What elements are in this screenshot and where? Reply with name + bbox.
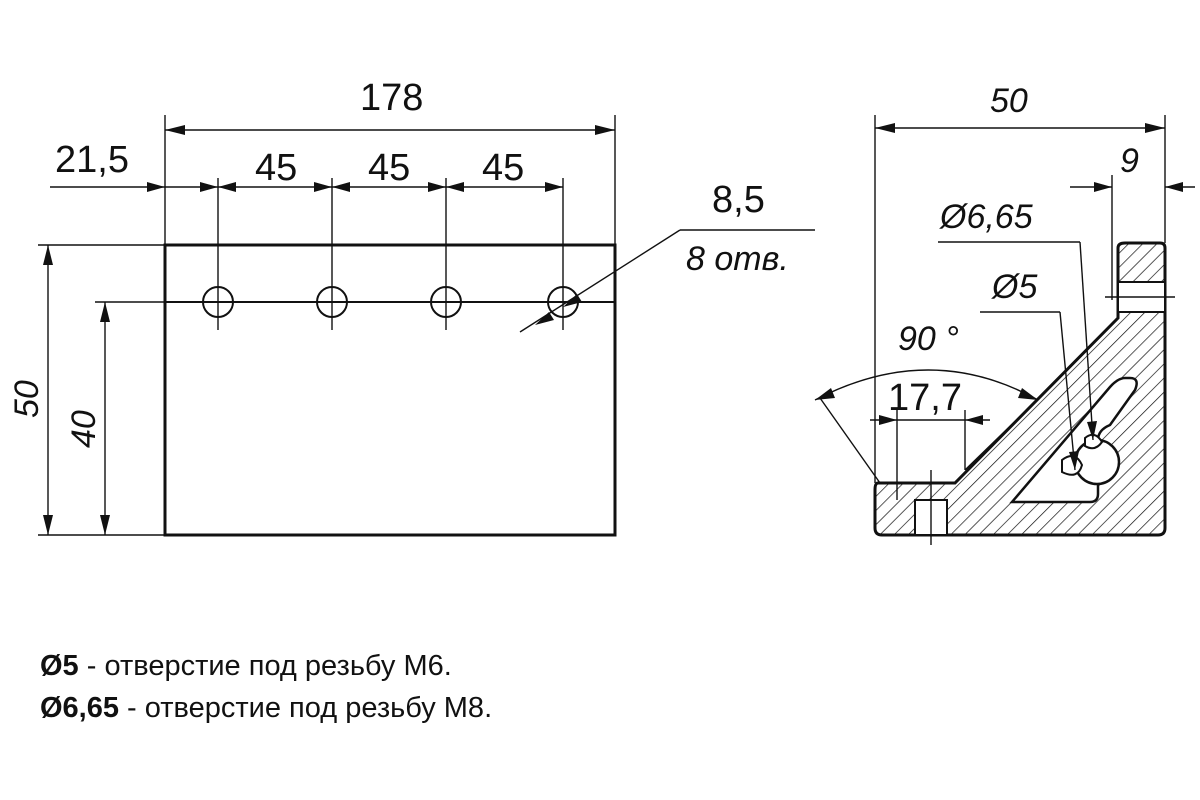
- profile-cavity: [1009, 376, 1138, 504]
- note-label: Ø5: [40, 650, 79, 682]
- dim-angle: 90 °: [898, 320, 959, 358]
- note-text: - отверстие под резьбу М6.: [78, 650, 452, 682]
- dim-pitch-1: 45: [255, 147, 297, 189]
- note-text: - отверстие под резьбу М8.: [119, 692, 493, 724]
- dim-d5: Ø5: [991, 268, 1037, 306]
- dim-pitch-2: 45: [368, 147, 410, 189]
- dim-pitch-3: 45: [482, 147, 524, 189]
- notes: Ø5 - отверстие под резьбу М6. Ø6,65 - от…: [40, 645, 492, 729]
- dim-height: 50: [8, 380, 46, 418]
- dim-hole-line: 40: [65, 410, 103, 448]
- dim-d665: Ø6,65: [939, 198, 1033, 236]
- hole-callout-diameter: 8,5: [712, 179, 765, 221]
- front-view: 178 21,5 45 45 45 50 40: [8, 77, 815, 537]
- dim-width: 50: [990, 82, 1028, 120]
- angle-arc: [814, 369, 1039, 401]
- dim-total-length: 178: [360, 77, 423, 119]
- note-label: Ø6,65: [40, 692, 119, 724]
- front-view-outline: [163, 243, 617, 537]
- note-line: Ø6,65 - отверстие под резьбу М8.: [40, 687, 492, 729]
- side-view: 50 9 Ø6,65 Ø5 90 ° 17,7: [814, 82, 1195, 545]
- dim-offset: 9: [1120, 142, 1139, 180]
- note-line: Ø5 - отверстие под резьбу М6.: [40, 645, 492, 687]
- hole-callout-count: 8 отв.: [686, 240, 789, 278]
- dim-first-offset: 21,5: [55, 139, 129, 181]
- dim-csk: 17,7: [888, 377, 962, 419]
